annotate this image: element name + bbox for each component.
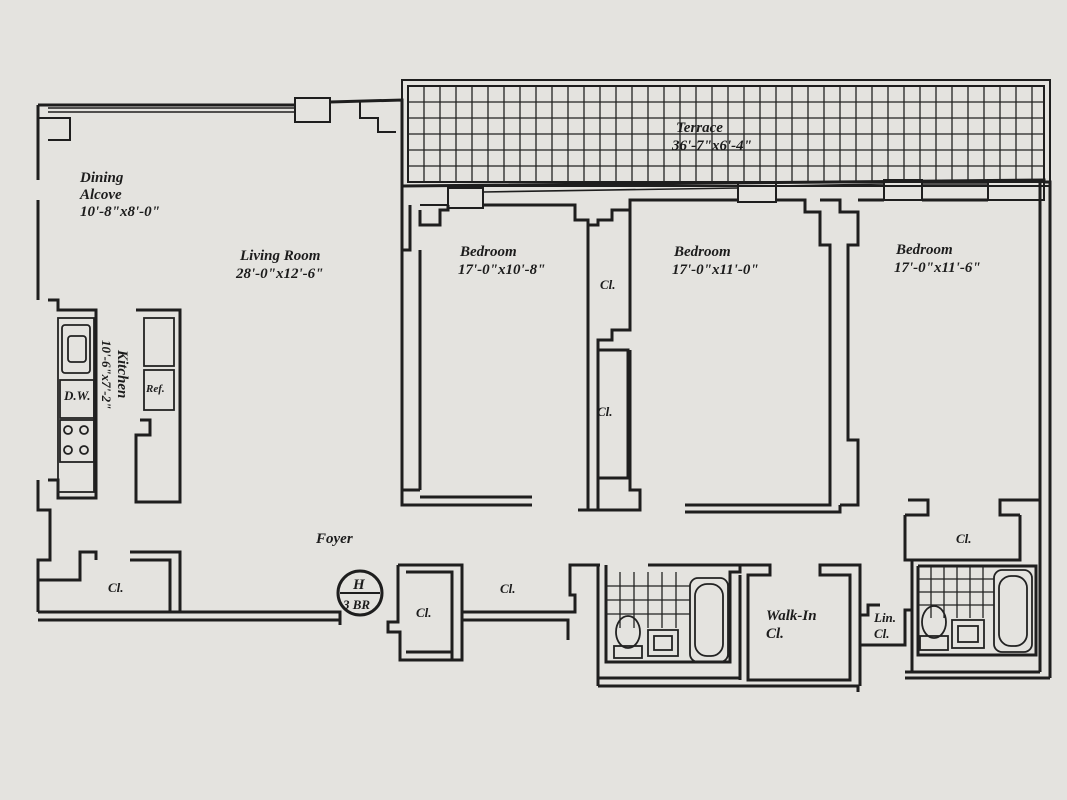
bedroom-2-dimensions: 17'-0"x11'-0"	[672, 262, 759, 278]
bedroom-1-name: Bedroom	[459, 244, 517, 260]
foyer-closets	[38, 550, 600, 662]
living-room-dimensions: 28'-0"x12'-6"	[235, 266, 323, 282]
terrace	[401, 79, 1051, 187]
kitchen-name: Kitchen	[114, 349, 130, 398]
bathroom-2	[910, 560, 1038, 672]
dining-name-line2: Alcove	[79, 187, 122, 203]
bath-1-tile-grid	[606, 572, 690, 628]
living-room-name: Living Room	[239, 248, 320, 264]
bedroom-2-walls	[628, 198, 860, 514]
linen-sub: Cl.	[874, 626, 890, 641]
bathroom-1	[596, 563, 742, 680]
dining-name-line1: Dining	[79, 170, 124, 186]
bedroom-3-name: Bedroom	[895, 242, 953, 258]
closet-bed3-label: Cl.	[956, 531, 972, 546]
kitchen-label: Kitchen 10'-6"x7'-2"	[99, 340, 130, 409]
unit-badge-type: 3 BR	[342, 597, 370, 612]
unit-badge: H 3 BR	[336, 569, 384, 617]
bedroom-2-name: Bedroom	[673, 244, 731, 260]
bedroom-3-walls	[858, 198, 1040, 562]
dishwasher-label: D.W.	[63, 388, 90, 403]
walk-in-sub: Cl.	[766, 626, 784, 642]
closet-living-label: Cl.	[108, 580, 124, 595]
bedroom-3-dimensions: 17'-0"x11'-6"	[894, 260, 981, 276]
closet-bed2-upper-label: Cl.	[600, 277, 616, 292]
bath-2-tile-grid	[918, 566, 994, 618]
terrace-name: Terrace	[676, 120, 723, 136]
walk-in-name: Walk-In	[766, 608, 817, 624]
refrigerator-label: Ref.	[145, 383, 165, 395]
kitchen	[48, 298, 182, 504]
linen-closet	[860, 603, 912, 647]
terrace-dimensions: 36'-7"x6'-4"	[671, 138, 752, 154]
closet-bed2-lower-label: Cl.	[597, 404, 613, 419]
dining-dimensions: 10'-8"x8'-0"	[80, 204, 160, 220]
bedroom-windows	[447, 179, 1045, 209]
closet-core-label: Cl.	[416, 605, 432, 620]
linen-name: Lin.	[873, 610, 896, 625]
kitchen-dimensions: 10'-6"x7'-2"	[99, 340, 114, 409]
bedroom-1-dimensions: 17'-0"x10'-8"	[458, 262, 545, 278]
terrace-tile-grid	[408, 86, 1044, 182]
room-labels: Terrace 36'-7"x6'-4" Dining Alcove 10'-8…	[63, 120, 981, 642]
walk-in-closet	[738, 563, 862, 686]
closet-foyer-label: Cl.	[500, 581, 516, 596]
unit-badge-letter: H	[352, 577, 366, 593]
foyer-name: Foyer	[315, 531, 353, 547]
